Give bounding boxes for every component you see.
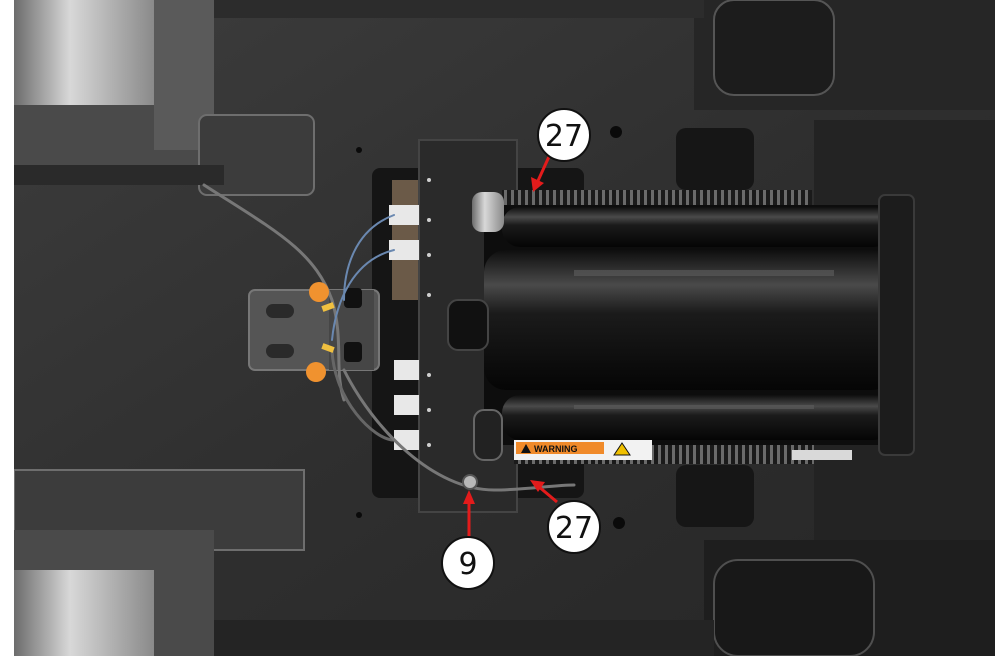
- wiring: [202, 183, 576, 492]
- callout-27-bottom-label: 27: [555, 511, 593, 546]
- marker-dot-top: [309, 282, 329, 302]
- frame-right: [694, 0, 995, 656]
- callout-27-top: 27: [537, 108, 591, 162]
- orange-markers: [306, 282, 335, 382]
- marker-dot-bottom: [306, 362, 326, 382]
- frame-bottom-rail: [214, 620, 714, 656]
- plate-opening-top: [676, 128, 754, 190]
- sensor-bracket: [248, 288, 380, 371]
- plate-holes: [356, 126, 625, 529]
- bracket-top-left: [14, 0, 315, 196]
- frame-top-rail: [214, 0, 704, 18]
- warning-label-text: WARNING: [534, 444, 578, 454]
- bolt: [462, 474, 478, 490]
- photo-frame: WARNING 27 27 9: [14, 0, 995, 656]
- callout-9: 9: [441, 536, 495, 590]
- actuator-assembly: [447, 190, 915, 464]
- actuator-tube-top: [502, 207, 892, 247]
- callout-9-label: 9: [458, 547, 477, 582]
- callout-27-bottom: 27: [547, 500, 601, 554]
- plate-opening-bottom: [676, 465, 754, 527]
- actuator-tube-bottom: [502, 395, 892, 440]
- actuator-tube-middle: [484, 250, 894, 390]
- callout-27-top-label: 27: [545, 119, 583, 154]
- machine-photo: WARNING 27 27 9: [14, 0, 995, 656]
- bracket-bottom-left: [14, 469, 305, 656]
- warning-label: WARNING: [514, 440, 652, 460]
- callout-arrows: [463, 149, 558, 540]
- actuator-end-plate: [878, 194, 915, 456]
